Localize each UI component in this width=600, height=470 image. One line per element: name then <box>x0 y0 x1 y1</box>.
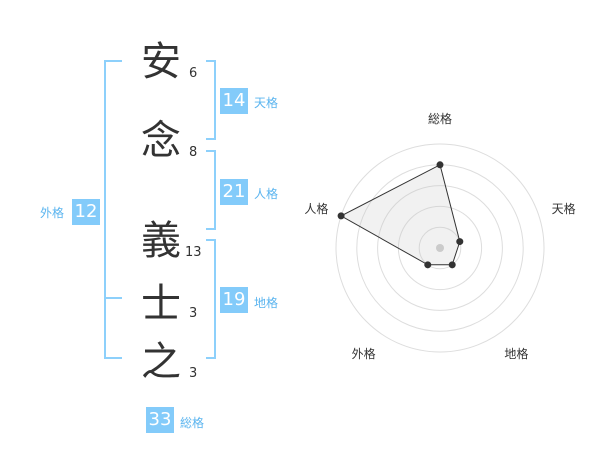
tenkaku-bracket <box>206 60 216 140</box>
chikaku-label: 地格 <box>254 296 279 310</box>
soukaku-label: 総格 <box>180 416 205 430</box>
chikaku-value: 19 <box>220 287 248 313</box>
radar-point-5 <box>337 212 345 220</box>
radar-axis-label-4: 外格 <box>352 346 376 361</box>
character-3: 義 <box>141 218 181 264</box>
character-5-strokes: 3 <box>189 366 198 381</box>
radar-point-2 <box>456 238 464 246</box>
jinkaku-label: 人格 <box>254 187 279 201</box>
tenkaku-value: 14 <box>220 88 248 114</box>
character-1-strokes: 6 <box>189 66 198 81</box>
soukaku-value: 33 <box>146 407 174 433</box>
radar-axis-label-5: 人格 <box>304 201 328 216</box>
radar-axis-label-3: 地格 <box>504 346 528 361</box>
radar-axis-label-1: 総格 <box>428 111 452 126</box>
gaikaku-value: 12 <box>72 199 100 225</box>
character-2: 念 <box>141 118 181 164</box>
radar-ring-3 <box>377 185 503 311</box>
radar-axis-label-2: 天格 <box>552 201 576 216</box>
radar-point-4 <box>424 261 432 269</box>
jinkaku-value: 21 <box>220 179 248 205</box>
character-4-strokes: 3 <box>189 306 198 321</box>
gaikaku-bracket-tick <box>104 297 122 299</box>
radar-point-3 <box>448 261 456 269</box>
radar-data-polygon <box>340 164 461 266</box>
character-4: 士 <box>141 281 181 327</box>
radar-ring-5 <box>335 143 545 353</box>
jinkaku-bracket <box>206 150 216 230</box>
gaikaku-bracket <box>104 60 122 359</box>
radar-ring-1 <box>418 226 462 270</box>
chikaku-bracket <box>206 239 216 359</box>
character-2-strokes: 8 <box>189 145 198 160</box>
character-5: 之 <box>141 339 181 385</box>
character-3-strokes: 13 <box>185 245 202 260</box>
character-1: 安 <box>141 39 181 85</box>
radar-center-dot <box>436 244 444 252</box>
radar-point-1 <box>436 161 444 169</box>
tenkaku-label: 天格 <box>254 96 279 110</box>
gaikaku-label: 外格 <box>40 206 65 220</box>
